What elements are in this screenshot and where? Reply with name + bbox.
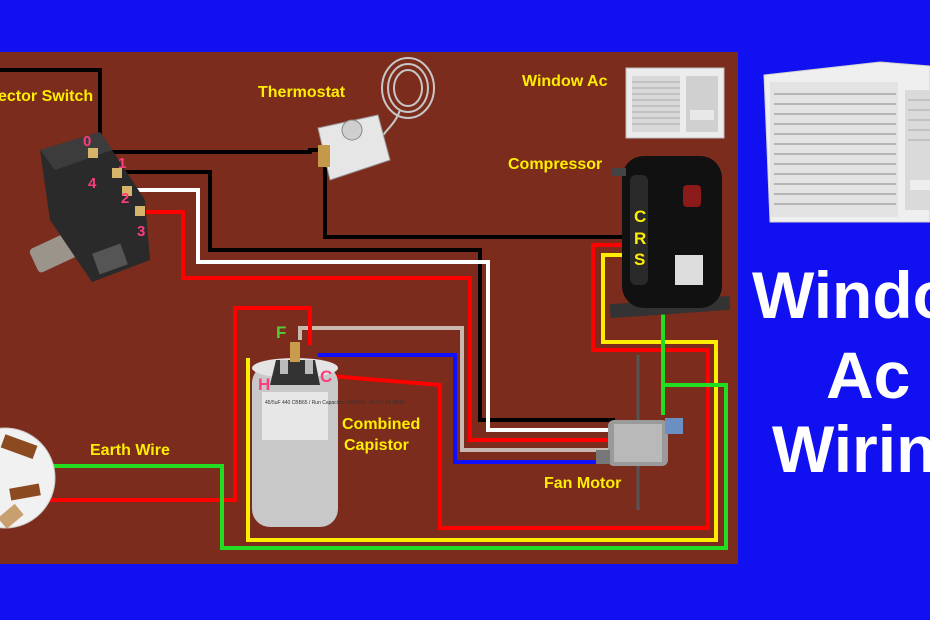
capacitor-label-line2: Capistor bbox=[344, 437, 409, 454]
wire-black-fan bbox=[120, 170, 615, 422]
switch-terminal-0: 0 bbox=[83, 133, 91, 150]
switch-terminal-2: 2 bbox=[121, 190, 129, 207]
capacitor-terminal-f: F bbox=[276, 323, 286, 342]
wire-red-switch3 bbox=[145, 210, 615, 442]
window-ac-small bbox=[625, 67, 725, 139]
selector-switch-label: ector Switch bbox=[0, 88, 93, 105]
switch-terminal-1: 1 bbox=[118, 155, 126, 172]
switch-terminal-3: 3 bbox=[137, 223, 145, 240]
selector-switch bbox=[29, 132, 150, 282]
capacitor-terminal-h: H bbox=[258, 375, 270, 394]
title-line-2: Ac bbox=[826, 338, 911, 412]
wire-red-cap-compressor bbox=[317, 243, 710, 530]
compressor-terminal-r: R bbox=[634, 229, 646, 248]
fan-motor-label: Fan Motor bbox=[544, 475, 621, 492]
capacitor-print: 45/5uF 440 CBB65 / Run Capacitor / 50/60… bbox=[265, 400, 405, 406]
wires bbox=[0, 68, 728, 550]
combined-capacitor: 45/5uF 440 CBB65 / Run Capacitor / 50/60… bbox=[252, 342, 405, 527]
wire-blue-cap-fan bbox=[318, 353, 615, 464]
wire-black-thermostat bbox=[100, 148, 325, 154]
capacitor-label-line1: Combined bbox=[342, 416, 420, 433]
capacitor-terminal-c: C bbox=[320, 367, 332, 386]
title-line-3: Wirin bbox=[772, 412, 930, 486]
switch-terminal-4: 4 bbox=[88, 175, 97, 192]
compressor-terminal-s: S bbox=[634, 250, 645, 269]
wire-black-compressor bbox=[323, 165, 632, 239]
wire-white-fan bbox=[130, 188, 615, 432]
compressor-label: Compressor bbox=[508, 156, 602, 173]
power-plug bbox=[0, 427, 56, 529]
wire-grey-cap-fan bbox=[298, 326, 615, 452]
thermostat bbox=[317, 57, 435, 181]
thermostat-label: Thermostat bbox=[258, 84, 346, 101]
compressor bbox=[609, 156, 731, 319]
wire-yellow-cap-compressor bbox=[246, 253, 718, 542]
wire-red-supply bbox=[40, 306, 312, 502]
title-line-1: Windo bbox=[752, 258, 930, 332]
window-ac-large bbox=[763, 61, 930, 223]
fan-motor bbox=[596, 355, 683, 510]
window-ac-label: Window Ac bbox=[522, 73, 608, 90]
compressor-terminal-c: C bbox=[634, 207, 646, 226]
earth-wire-label: Earth Wire bbox=[90, 442, 170, 459]
